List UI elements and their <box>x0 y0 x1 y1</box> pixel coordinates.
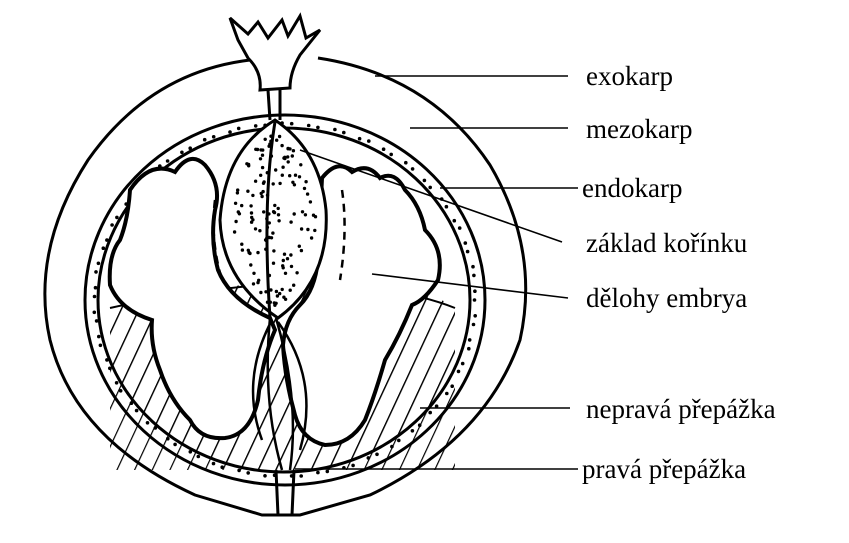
label-delohy-embrya: dělohy embrya <box>586 285 747 312</box>
calyx-crown <box>230 16 320 90</box>
label-endokarp: endokarp <box>582 175 682 202</box>
label-prava-prepazka: pravá přepážka <box>582 456 746 483</box>
label-mezokarp: mezokarp <box>586 116 692 143</box>
label-zaklad-korinku: základ kořínku <box>586 230 747 257</box>
label-exokarp: exokarp <box>586 63 673 90</box>
label-neprava-prepazka: nepravá přepážka <box>586 396 776 423</box>
